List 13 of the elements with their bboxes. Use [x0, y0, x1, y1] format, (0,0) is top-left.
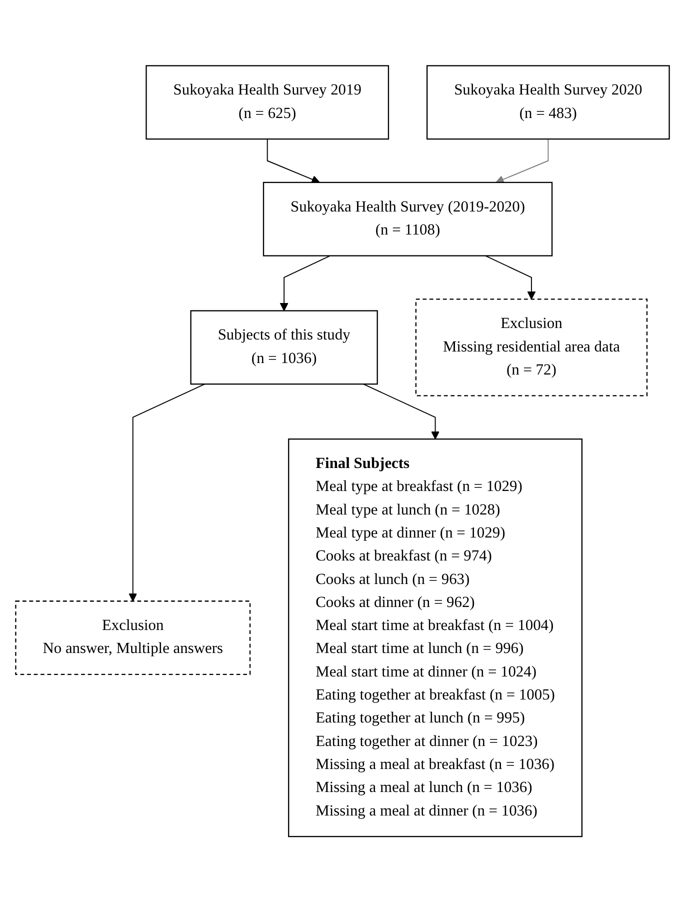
arrow	[496, 138, 549, 184]
arrow	[266, 138, 320, 184]
node-box: Exclusion Missing residential area data (n = 72)	[415, 298, 648, 396]
node-box: Subjects of this study (n = 1036)	[190, 310, 378, 385]
arrow	[280, 255, 331, 312]
node-box: Sukoyaka Health Survey 2020 (n = 483)	[426, 65, 670, 140]
node-box: Sukoyaka Health Survey (2019-2020) (n = 1108)	[262, 182, 553, 256]
node-box: Final Subjects Meal type at breakfast (n = 1029) Meal type at lunch (n = 1028) Meal type at dinner (n = 1029) Cooks at breakfast (n = 974) Cooks at lunch (n = 963) Cooks at dinner (n = 962) Meal start time at breakfast (n = 1004) Meal start time at lunch (n = 996) Meal start time at dinner (n = 1024) Eating together at breakfast (n = 1005) Eating together at lunch (n = 995) Eating together at dinner (n = 1023) Missing a meal at breakfast (n = 1036) Missing a meal at lunch (n = 1036) Missing a meal at dinner (n = 1036)	[288, 438, 583, 837]
arrow	[484, 255, 536, 300]
arrow	[128, 383, 206, 602]
node-box: Exclusion No answer, Multiple answers	[15, 600, 251, 675]
arrow	[362, 383, 440, 440]
node-box: Sukoyaka Health Survey 2019 (n = 625)	[146, 65, 390, 140]
